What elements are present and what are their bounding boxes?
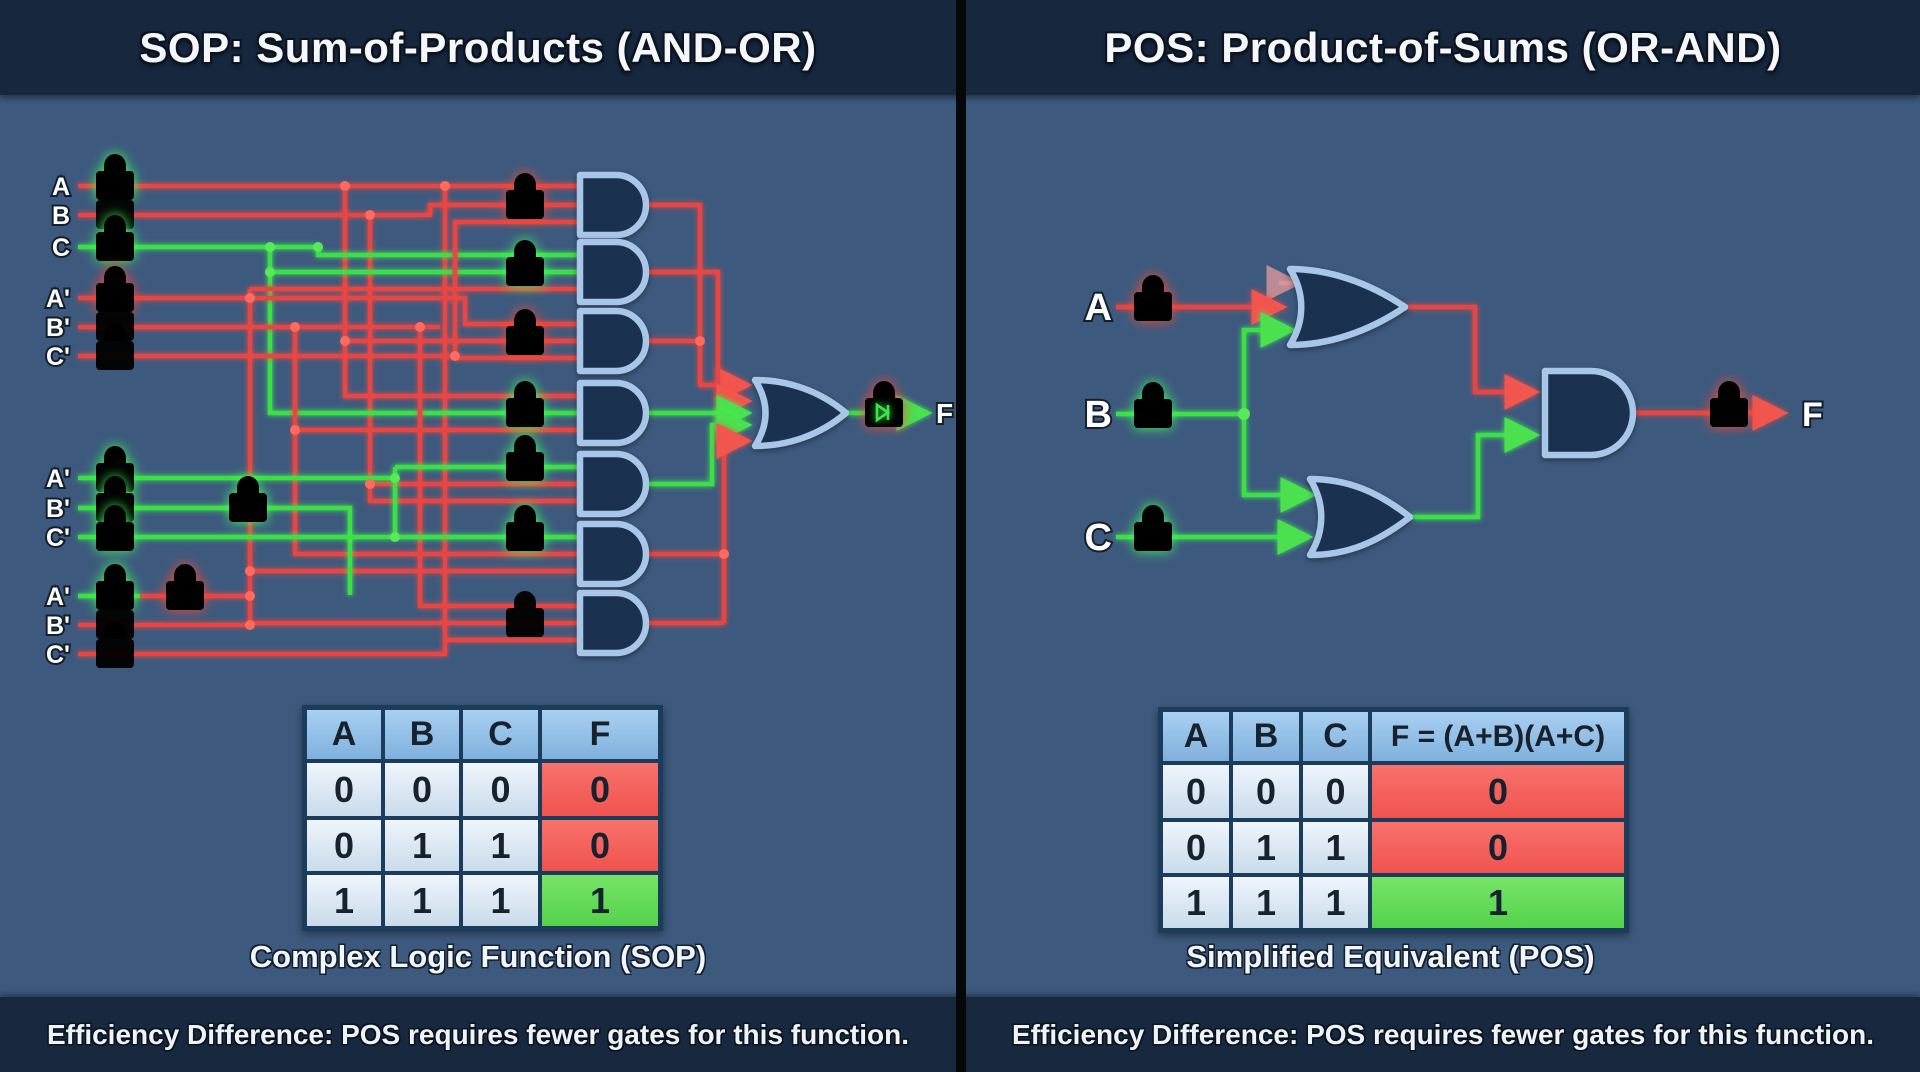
table-cell: 1 xyxy=(461,818,540,873)
led-green-icon xyxy=(506,435,544,481)
or-gate-icon xyxy=(1306,475,1414,559)
table-header-cell: C xyxy=(1301,710,1370,763)
truth-table-pos: A B C F = (A+B)(A+C) 0 0 0 0 0 1 1 0 1 1… xyxy=(1158,707,1629,933)
sop-input-labels: A B C A' B' C' A' B' C' A' B' C' xyxy=(44,171,72,671)
led-green-icon xyxy=(1134,382,1172,428)
right-caption: Simplified Equivalent (POS) xyxy=(1186,939,1595,974)
led-green-icon xyxy=(506,381,544,427)
table-cell: 1 xyxy=(1231,820,1301,875)
and-gate-icon xyxy=(576,238,650,306)
table-header-cell: F = (A+B)(A+C) xyxy=(1370,710,1626,763)
table-cell: 0 xyxy=(461,761,540,818)
led-red-icon xyxy=(506,309,544,355)
table-cell: 1 xyxy=(305,873,383,928)
led-green-icon xyxy=(229,476,267,522)
table-cell: 0 xyxy=(305,761,383,818)
and-gate-icon xyxy=(576,520,650,588)
table-cell: 0 xyxy=(1301,763,1370,820)
table-cell: 1 xyxy=(383,818,461,873)
table-cell: 1 xyxy=(383,873,461,928)
table-cell: 1 xyxy=(461,873,540,928)
and-gate-icon xyxy=(576,589,650,657)
input-label: C' xyxy=(46,343,70,371)
sop-wire-mesh xyxy=(78,181,933,657)
led-red-icon xyxy=(1134,275,1172,321)
left-footer-note: Efficiency Difference: POS requires fewe… xyxy=(47,1019,909,1050)
right-panel-title: POS: Product-of-Sums (OR-AND) xyxy=(1104,24,1782,71)
table-cell-false: 0 xyxy=(540,818,660,873)
led-dark-red-icon xyxy=(506,591,544,637)
table-cell: 0 xyxy=(1161,763,1231,820)
table-cell-false: 0 xyxy=(540,761,660,818)
input-label: B xyxy=(1085,394,1112,436)
sop-circuit-diagram: A B C A' B' C' A' B' C' A' B' C' F xyxy=(44,154,955,671)
input-label: B' xyxy=(46,314,70,342)
table-cell-false: 0 xyxy=(1370,820,1626,875)
table-header-cell: B xyxy=(383,708,461,761)
table-cell-true: 1 xyxy=(1370,875,1626,930)
table-header-cell: B xyxy=(1231,710,1301,763)
table-cell: 0 xyxy=(1161,820,1231,875)
truth-table-sop: A B C F 0 0 0 0 0 1 1 0 1 1 1 1 xyxy=(302,705,663,931)
table-header-cell: F xyxy=(540,708,660,761)
led-red-icon xyxy=(506,173,544,219)
input-label: A' xyxy=(46,285,70,313)
or-gate-icon xyxy=(751,376,850,450)
right-footer-note: Efficiency Difference: POS requires fewe… xyxy=(1012,1019,1874,1050)
left-caption: Complex Logic Function (SOP) xyxy=(249,939,707,974)
left-panel-title: SOP: Sum-of-Products (AND-OR) xyxy=(139,24,817,71)
led-output-icon xyxy=(865,381,903,427)
input-label: A xyxy=(52,173,70,201)
input-label: C xyxy=(1085,517,1112,559)
led-green-icon xyxy=(506,240,544,286)
pos-wires xyxy=(1116,265,1789,555)
table-cell-true: 1 xyxy=(540,873,660,928)
or-gate-icon xyxy=(1286,265,1409,349)
output-label-f: F xyxy=(1802,396,1823,434)
input-label: C xyxy=(52,234,70,262)
table-cell: 1 xyxy=(1301,820,1370,875)
table-cell: 1 xyxy=(1161,875,1231,930)
table-cell: 0 xyxy=(305,818,383,873)
and-gate-icon xyxy=(1541,367,1637,459)
pos-circuit-diagram: A B C F xyxy=(1083,265,1825,561)
input-label: C' xyxy=(46,524,70,552)
input-label: A xyxy=(1085,287,1112,329)
led-output-icon xyxy=(1710,381,1748,427)
table-cell: 0 xyxy=(383,761,461,818)
led-green-icon xyxy=(1134,505,1172,551)
table-header-cell: A xyxy=(305,708,383,761)
table-header-cell: C xyxy=(461,708,540,761)
led-green-icon xyxy=(506,505,544,551)
and-gate-icon xyxy=(576,307,650,375)
table-cell: 1 xyxy=(1301,875,1370,930)
table-cell: 0 xyxy=(1231,763,1301,820)
table-cell: 1 xyxy=(1231,875,1301,930)
input-label: C' xyxy=(46,641,70,669)
input-label: B xyxy=(52,202,70,230)
input-label: A' xyxy=(46,583,70,611)
input-label: A' xyxy=(46,465,70,493)
and-gate-icon xyxy=(576,171,650,239)
output-label-f: F xyxy=(936,398,953,429)
table-cell-false: 0 xyxy=(1370,763,1626,820)
and-gates-column xyxy=(576,171,650,657)
panel-divider xyxy=(956,0,966,1072)
led-red-icon xyxy=(166,564,204,610)
and-gate-icon xyxy=(576,379,650,447)
input-label: B' xyxy=(46,495,70,523)
pos-input-labels: A B C xyxy=(1083,285,1114,561)
and-gate-icon xyxy=(576,450,650,518)
input-label: B' xyxy=(46,612,70,640)
table-header-cell: A xyxy=(1161,710,1231,763)
